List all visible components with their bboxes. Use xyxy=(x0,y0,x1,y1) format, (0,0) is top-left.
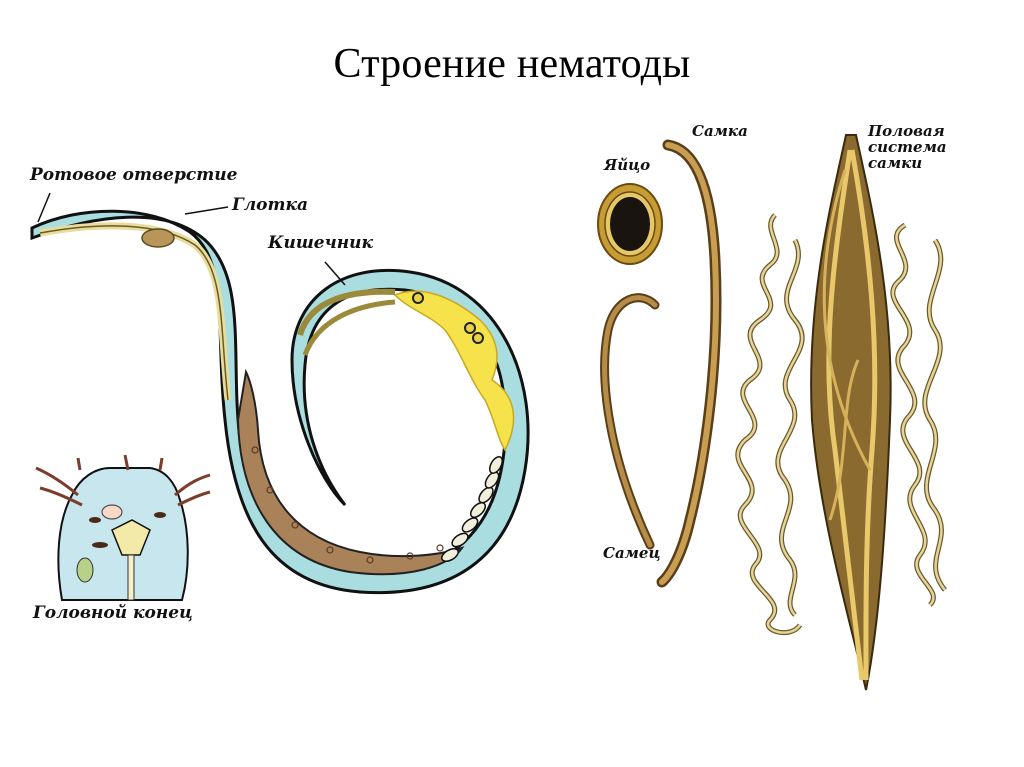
label-female-reproductive-system: Половая система самки xyxy=(868,122,947,172)
head-end-illustration xyxy=(35,454,211,601)
label-head-end: Головной конец xyxy=(33,603,193,623)
label-egg: Яйцо xyxy=(604,156,651,174)
male-worm-illustration xyxy=(600,293,660,550)
egg-illustration xyxy=(597,183,663,265)
slide-title: Строение нематоды xyxy=(333,41,691,87)
label-line-3: самки xyxy=(868,153,923,172)
label-pharynx: Глотка xyxy=(232,195,309,215)
label-male: Самец xyxy=(603,544,661,562)
nematode-body-illustration xyxy=(30,209,530,595)
female-worm-illustration xyxy=(656,139,722,588)
label-line-1: Половая xyxy=(868,122,945,140)
label-mouth-opening: Ротовое отверстие xyxy=(30,165,238,185)
female-reproductive-system-illustration xyxy=(735,134,947,691)
label-line-2: система xyxy=(868,137,947,156)
label-female: Самка xyxy=(692,122,748,140)
label-intestine: Кишечник xyxy=(268,233,374,253)
